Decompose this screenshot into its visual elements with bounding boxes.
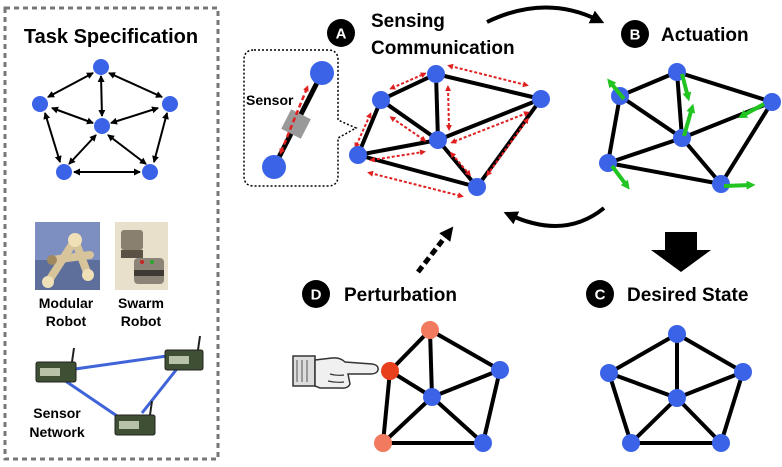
badge-a — [327, 19, 355, 47]
graph-node — [468, 178, 486, 196]
badge-d — [302, 280, 330, 308]
modular-robot-label-line1: Modular — [39, 295, 94, 311]
badge-c-letter: C — [595, 287, 606, 304]
graph-node — [712, 434, 730, 452]
curved-arrow-icon — [486, 5, 605, 24]
graph-node — [600, 364, 618, 382]
badge-c — [586, 280, 614, 308]
actuation-graph-edges — [606, 70, 774, 186]
graph-node — [532, 90, 550, 108]
spec-graph — [43, 72, 169, 176]
spec-graph-nodes — [32, 59, 178, 180]
perturbed-node — [381, 362, 399, 380]
desired-graph-nodes — [600, 325, 752, 452]
graph-node — [673, 129, 691, 147]
graph-node — [622, 434, 640, 452]
perturbation-graph-nodes — [374, 321, 509, 452]
sensor-network-label-line1: Sensor — [33, 405, 81, 421]
graph-node — [423, 388, 441, 406]
pointing-hand-icon — [292, 355, 379, 389]
sensing-graph-nodes — [349, 65, 550, 196]
stage-b-title: Actuation — [661, 25, 749, 46]
graph-node — [734, 363, 752, 381]
stage-d-title: Perturbation — [344, 285, 457, 306]
swarm-robot-label-line2: Robot — [121, 313, 162, 329]
sensor-mote — [114, 400, 156, 436]
graph-node — [763, 93, 781, 111]
affected-node — [421, 321, 439, 339]
badge-b — [621, 20, 649, 48]
stage-a-title-line1: Sensing — [371, 11, 445, 32]
dashed-arrow-icon — [416, 226, 454, 274]
stage-c-desired-state: C Desired State — [586, 280, 752, 452]
desired-graph-edges — [607, 332, 745, 445]
sensor-mote — [35, 347, 77, 383]
graph-node — [142, 164, 158, 180]
graph-node — [668, 389, 686, 407]
swarm-robot-image — [115, 222, 168, 290]
graph-node — [94, 118, 110, 134]
graph-node — [372, 91, 390, 109]
graph-node — [491, 361, 509, 379]
graph-node — [56, 164, 72, 180]
graph-node — [427, 65, 445, 83]
graph-node — [474, 434, 492, 452]
graph-node — [162, 96, 178, 112]
sensor-network-label-line2: Network — [29, 424, 84, 440]
badge-d-letter: D — [311, 287, 322, 304]
sensor-mote — [164, 335, 204, 371]
sensing-graph-edges — [356, 72, 543, 189]
stage-c-title: Desired State — [627, 285, 748, 306]
stage-d-perturbation: D Perturbation — [292, 280, 509, 452]
graph-node — [32, 96, 48, 112]
swarm-robot-label-line1: Swarm — [118, 295, 164, 311]
graph-node — [429, 131, 447, 149]
sensor-label: Sensor — [246, 92, 294, 108]
graph-node — [712, 175, 730, 193]
stage-b-actuation: B Actuation — [599, 20, 781, 193]
stage-a-sensing: A Sensing Communication Sensor — [243, 11, 550, 199]
badge-a-letter: A — [336, 26, 347, 43]
badge-b-letter: B — [630, 27, 641, 44]
graph-node — [668, 325, 686, 343]
sensor-callout: Sensor — [243, 49, 358, 187]
sensor-network-links — [63, 354, 182, 420]
communication-arrows — [354, 63, 530, 199]
affected-node — [374, 434, 392, 452]
perturbation-graph-edges — [381, 328, 502, 445]
task-specification-panel: Task Specification — [3, 6, 220, 461]
modular-robot-label-line2: Robot — [46, 313, 87, 329]
actuation-arrows — [607, 73, 765, 190]
stage-a-title-line2: Communication — [371, 38, 515, 59]
graph-node — [349, 146, 367, 164]
modular-robot-image — [35, 222, 100, 290]
graph-node — [93, 59, 109, 75]
panel-dashed-border — [3, 6, 220, 461]
block-arrow-down-icon — [651, 232, 711, 272]
panel-title: Task Specification — [24, 26, 198, 48]
curved-arrow-icon — [503, 206, 606, 228]
